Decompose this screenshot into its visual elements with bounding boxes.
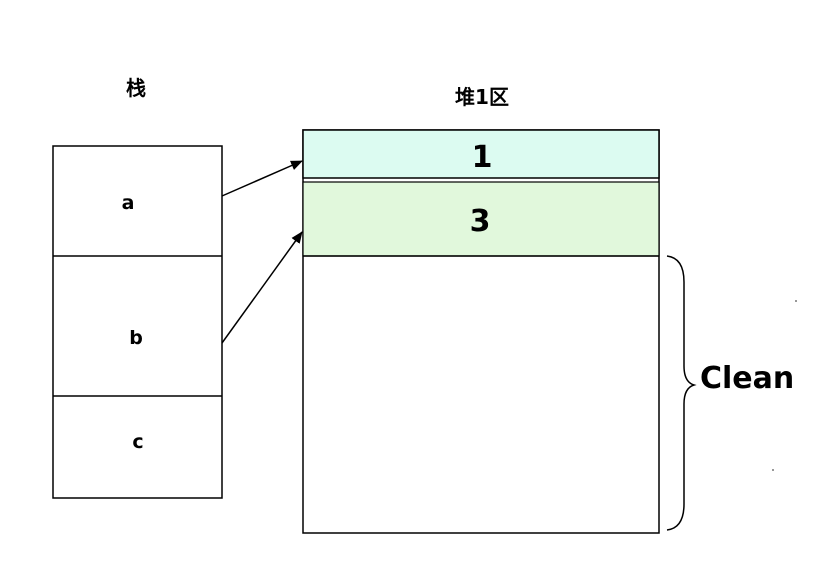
pointer-arrow-b (221, 231, 303, 344)
stack-cell-c: c (132, 431, 143, 453)
stack: a b c (52, 145, 223, 499)
stack-title: 栈 (126, 76, 146, 100)
heap-title: 堆1区 (455, 85, 509, 109)
stack-cell-b: b (129, 327, 143, 349)
speck-2 (772, 469, 774, 471)
heap: 1 3 (302, 129, 660, 534)
stack-cell-a: a (122, 192, 135, 214)
heap-block-1 (302, 129, 660, 179)
stack-frame (52, 145, 223, 499)
clean-label: Clean (700, 361, 794, 396)
heap-block-3-label: 3 (470, 204, 491, 239)
pointer-arrow-a (221, 160, 303, 197)
heap-block-3 (302, 181, 660, 257)
clean-brace (666, 255, 697, 531)
heap-block-1-label: 1 (472, 140, 493, 175)
speck-1 (795, 300, 797, 302)
